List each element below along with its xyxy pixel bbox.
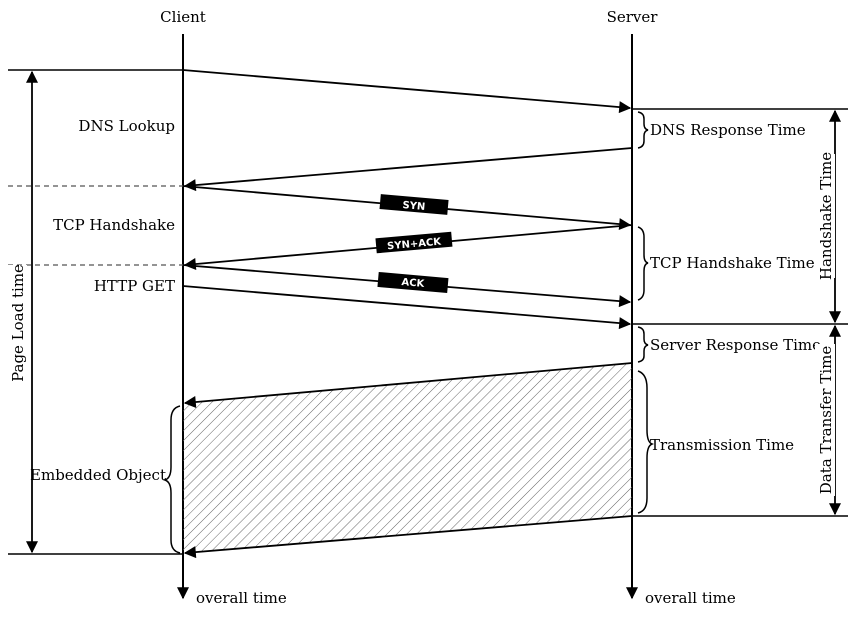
dns-response-brace (637, 111, 649, 149)
tcp-handshake-brace (637, 226, 649, 301)
transmission-time-label: Transmission Time (650, 436, 794, 454)
ack-tag: ACK (377, 271, 449, 294)
last-byte-arrow (183, 515, 633, 559)
transmission-region (183, 363, 632, 553)
http-get-arrow (182, 285, 632, 330)
dns-request-arrow (182, 69, 632, 114)
syn-tag-label: SYN (402, 200, 426, 213)
dns-lookup-label: DNS Lookup (78, 117, 175, 135)
client-label: Client (160, 8, 206, 26)
data-transfer-time-label: Data Transfer Time (817, 346, 835, 495)
embedded-object-label: Embedded Object (30, 466, 166, 484)
http-get-label: HTTP GET (94, 277, 175, 295)
server-response-time-label: Server Response Time (650, 336, 821, 354)
client-overall-time-label: overall time (196, 589, 287, 607)
embedded-object-brace (162, 405, 181, 554)
server-response-brace (637, 326, 649, 363)
syn-ack-tag-label: SYN+ACK (387, 237, 443, 253)
tcp-handshake-label: TCP Handshake (53, 216, 175, 234)
handshake-time-label: Handshake Time (817, 152, 835, 280)
dns-response-arrow (183, 147, 633, 192)
handshake-time-group: Handshake Time (815, 152, 835, 280)
first-byte-arrow (183, 362, 633, 409)
page-load-time-group: Page Load time (7, 264, 27, 382)
ack-tag-label: ACK (401, 277, 426, 290)
server-label: Server (607, 8, 659, 26)
server-overall-time-label: overall time (645, 589, 736, 607)
transmission-brace (637, 370, 655, 514)
syn-tag: SYN (379, 194, 449, 215)
syn-ack-tag: SYN+ACK (375, 231, 453, 254)
data-transfer-time-group: Data Transfer Time (815, 344, 835, 496)
dns-response-time-label: DNS Response Time (650, 121, 806, 139)
page-load-time-label: Page Load time (9, 264, 27, 382)
tcp-handshake-time-label: TCP Handshake Time (650, 254, 815, 272)
